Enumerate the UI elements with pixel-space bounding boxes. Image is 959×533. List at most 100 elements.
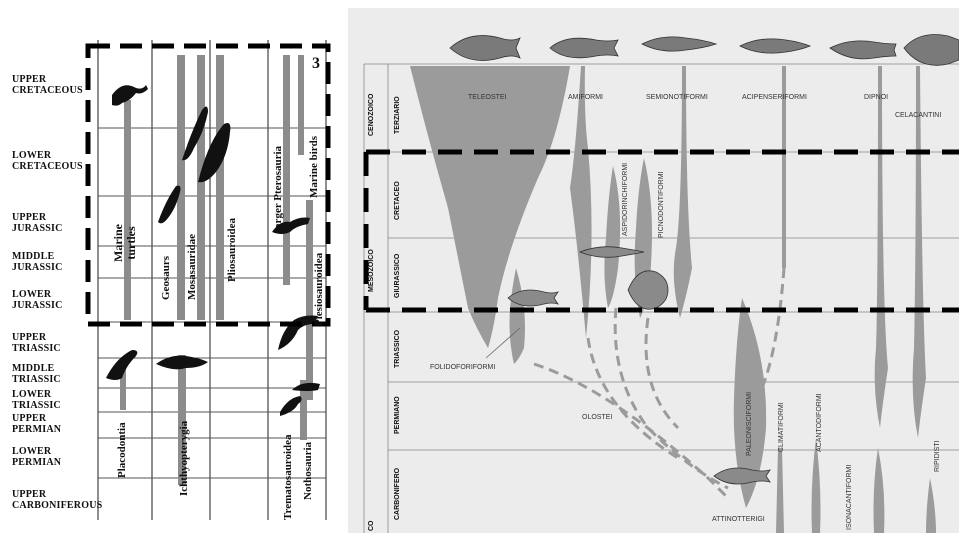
clade-label-semionotiformi: SEMIONOTIFORMI bbox=[646, 94, 708, 101]
fish-icon-celacantini bbox=[903, 34, 959, 66]
ichthyosaur-silhouette-icon bbox=[156, 355, 208, 370]
group-label-plesiosauroidea: Plesiosauroidea bbox=[313, 252, 325, 326]
range-bar-geosaurs bbox=[177, 55, 185, 320]
group-label-ichthyopterygia: Ichthyopterygia bbox=[178, 420, 190, 496]
range-bars bbox=[120, 55, 313, 485]
range-bar-mosasauridae bbox=[197, 55, 205, 320]
fish-icon-dipnoi bbox=[829, 40, 897, 60]
lineage-climatiformi bbox=[776, 448, 784, 533]
lineage-celacantini bbox=[912, 66, 926, 438]
period-label-middle-triassic: MIDDLE TRIASSIC bbox=[12, 363, 61, 385]
fish-icons bbox=[449, 34, 959, 66]
group-label-marine-birds: Marine birds bbox=[308, 135, 320, 198]
folidoforiformi-leader bbox=[485, 327, 521, 359]
lineage-ripidisti bbox=[926, 478, 936, 533]
clade-label-acantodiformi: ACANTODIFORMI bbox=[816, 393, 823, 452]
group-label-nothosauria: Nothosauria bbox=[302, 441, 314, 500]
clade-label-amiformi: AMIFORMI bbox=[568, 94, 603, 101]
fish-icon-picnodontiformi bbox=[627, 270, 669, 310]
group-label-trematosauroidea: Trematosauroidea bbox=[282, 434, 294, 520]
period-label-lower-triassic: LOWER TRIASSIC bbox=[12, 389, 61, 411]
corner-number: 3 bbox=[312, 55, 320, 72]
period-label-triassico: TRIASSICO bbox=[394, 329, 401, 368]
fish-phylogeny-chart: CENOZOICO MESOZOICO CO TERZIARIO CRETACE… bbox=[348, 8, 959, 533]
clade-label-attinotterigi: ATTINOTTERIGI bbox=[712, 516, 765, 523]
fish-icon-aspidorinchiformi bbox=[578, 246, 645, 258]
turtle-silhouette-icon bbox=[112, 85, 148, 106]
group-label-pliosauroidea: Pliosauroidea bbox=[226, 218, 238, 282]
period-label-lower-cretaceous: LOWER CRETACEOUS bbox=[12, 150, 83, 172]
clade-label-paleonisciformi: PALEONISCIFORMI bbox=[746, 391, 753, 456]
clade-label-aspidorinchiformi: ASPIDORINCHIFORMI bbox=[622, 162, 629, 236]
fish-icon-folidoforiformi bbox=[507, 289, 559, 307]
mosasaur-silhouette-icon bbox=[182, 106, 208, 161]
era-label-mesozoico: MESOZOICO bbox=[368, 249, 375, 292]
period-label-upper-carboniferous: UPPER CARBONIFEROUS bbox=[12, 489, 103, 511]
fish-icon-semionotiformi bbox=[641, 36, 718, 52]
ancestry-dashes bbox=[533, 267, 786, 500]
geosaur-silhouette-icon bbox=[158, 185, 181, 224]
stage-boundaries bbox=[98, 127, 326, 479]
clade-label-teleostei: TELEOSTEI bbox=[468, 94, 507, 101]
period-label-cretaceo: CRETACEO bbox=[394, 181, 401, 220]
range-bar-ichthyopterygia bbox=[178, 355, 186, 485]
group-label-larger-pterosauria: larger Pterosauria bbox=[272, 145, 284, 232]
clade-label-picnodontiformi: PICNODONTIFORMI bbox=[658, 171, 665, 239]
period-label-upper-triassic: UPPER TRIASSIC bbox=[12, 332, 61, 354]
era-label-cenozoico: CENOZOICO bbox=[368, 93, 375, 136]
clade-label-dipnoi: DIPNOI bbox=[864, 94, 889, 101]
lineage-aspidorinchiformi bbox=[604, 166, 621, 308]
lineage-dipnoi bbox=[874, 66, 888, 428]
range-bar-pliosauroidea bbox=[216, 55, 224, 320]
clade-label-ripidisti: RIPIDISTI bbox=[934, 440, 941, 472]
clade-label-acipenseriformi: ACIPENSERIFORMI bbox=[742, 94, 807, 101]
fish-icon-acipenseriformi bbox=[739, 38, 812, 54]
lineage-semionotiformi bbox=[673, 66, 692, 318]
group-label-marine-turtles: Marine turtles bbox=[111, 224, 138, 262]
range-bar-marine-birds bbox=[298, 55, 304, 155]
period-label-upper-permian: UPPER PERMIAN bbox=[12, 413, 62, 435]
range-bar-plesiosauroidea bbox=[306, 200, 313, 400]
group-label-placodontia: Placodontia bbox=[116, 422, 128, 478]
lineage-paleonisciformi bbox=[733, 298, 767, 508]
plesiosaur-silhouette-icon bbox=[278, 315, 318, 350]
period-label-upper-cretaceous: UPPER CRETACEOUS bbox=[12, 74, 83, 96]
pliosaur-silhouette-icon bbox=[198, 123, 231, 183]
group-label-geosaurs: Geosaurs bbox=[160, 256, 172, 300]
column-dividers bbox=[97, 40, 327, 520]
animal-silhouettes bbox=[106, 85, 320, 416]
range-bar-nothosauria bbox=[300, 380, 307, 440]
clade-label-climatiformi: CLIMATIFORMI bbox=[778, 402, 785, 452]
lineage-amiformi bbox=[570, 66, 592, 338]
fish-icon-teleostei bbox=[449, 35, 521, 61]
period-label-permiano: PERMIANO bbox=[394, 396, 401, 434]
era-label-paleozoico: CO bbox=[368, 520, 375, 532]
group-label-mosasauridae: Mosasauridae bbox=[186, 234, 198, 300]
embedded-fish-icons bbox=[507, 246, 771, 485]
trematosaur-silhouette-icon bbox=[280, 396, 302, 416]
period-label-upper-jurassic: UPPER JURASSIC bbox=[12, 212, 63, 234]
highlight-box-right bbox=[363, 149, 959, 313]
lineage-teleostei bbox=[410, 66, 570, 348]
range-bar-larger-pterosauria bbox=[283, 55, 290, 285]
placodont-silhouette-icon bbox=[106, 350, 138, 380]
fish-icon-paleonisciformi bbox=[713, 467, 771, 485]
lineages bbox=[410, 66, 936, 533]
period-label-terziario: TERZIARIO bbox=[394, 96, 401, 134]
period-label-carbonifero: CARBONIFERO bbox=[394, 467, 401, 520]
fish-phylogeny-graphics bbox=[363, 34, 959, 533]
lineage-isonacantiformi bbox=[873, 448, 885, 533]
marine-reptile-chart: UPPER CRETACEOUS LOWER CRETACEOUS UPPER … bbox=[0, 0, 340, 533]
clade-label-celacantini: CELACANTINI bbox=[895, 112, 942, 119]
clade-label-isonacantiformi: ISONACANTIFORMI bbox=[846, 464, 853, 530]
range-bar-placodontia bbox=[120, 360, 126, 410]
marine-reptile-chart-graphics bbox=[85, 40, 331, 520]
fish-icon-amiformi bbox=[549, 37, 619, 59]
period-label-lower-jurassic: LOWER JURASSIC bbox=[12, 289, 63, 311]
lineage-acantodiformi bbox=[811, 438, 821, 533]
clade-label-olostei: OLOSTEI bbox=[582, 414, 613, 421]
range-bar-marine-turtles bbox=[124, 100, 131, 320]
period-label-middle-jurassic: MIDDLE JURASSIC bbox=[12, 251, 63, 273]
nothosaur-silhouette-icon bbox=[292, 382, 320, 391]
period-label-lower-permian: LOWER PERMIAN bbox=[12, 446, 62, 468]
